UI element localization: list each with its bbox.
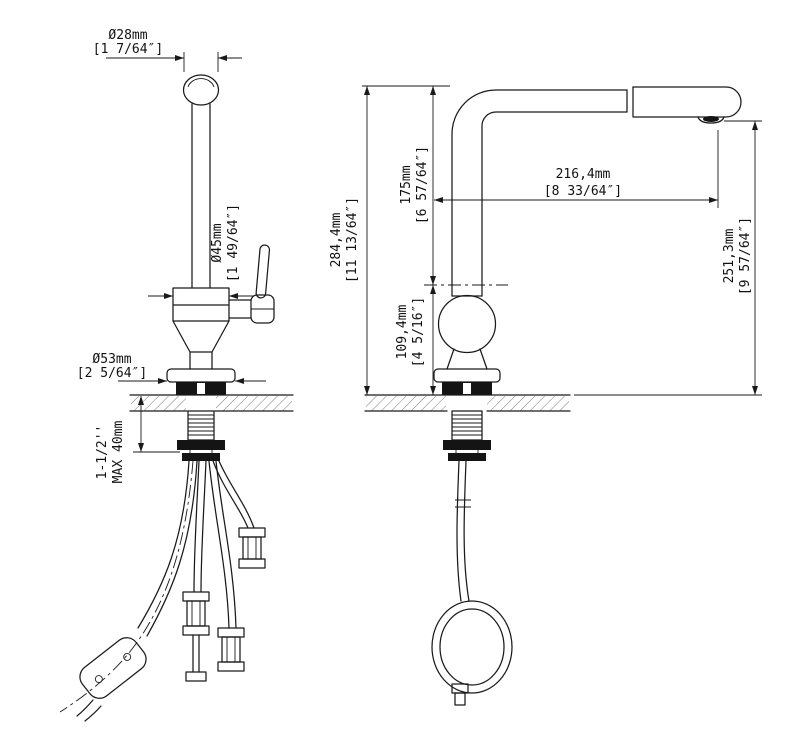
- dim-base-to-spout-height-inch: [4 5/16″]: [411, 297, 426, 367]
- pullout-hose-weight: [59, 460, 198, 722]
- hose-weight: [79, 637, 147, 699]
- dim-body-diameter-mm: Ø45mm: [210, 223, 225, 262]
- dim-base-diameter-mm: Ø53mm: [92, 352, 131, 367]
- dim-outlet-height-mm: 251,3mm: [722, 228, 737, 283]
- faucet-side-view: [433, 86, 742, 395]
- dim-spout-diameter-inch: [1 7/64″]: [93, 42, 163, 57]
- dim-counter-thickness: 1-1/2'' MAX 40mm: [95, 396, 180, 483]
- faucet-front-view: [166, 74, 275, 395]
- dim-outlet-height: 251,3mm [9 57/64″]: [574, 120, 762, 396]
- dim-base-to-spout-height: 109,4mm [4 5/16″]: [395, 284, 508, 395]
- dim-body-diameter: Ø45mm [1 49/64″]: [148, 204, 254, 299]
- dim-overall-height-inch: [11 13/64″]: [345, 197, 360, 283]
- dim-base-diameter-inch: [2 5/64″]: [77, 366, 147, 381]
- dim-spout-diameter-mm: Ø28mm: [108, 28, 147, 43]
- dim-spout-top-height-mm: 175mm: [399, 165, 414, 204]
- dim-spout-reach-inch: [8 33/64″]: [544, 184, 622, 199]
- countertop-right: [364, 394, 571, 412]
- dim-counter-thickness-line1: 1-1/2'': [95, 425, 110, 480]
- supply-hoses: [182, 460, 266, 682]
- dim-spout-reach-mm: 216,4mm: [556, 167, 611, 182]
- spout-outlet: [697, 116, 725, 124]
- pullout-hose-loop: [431, 460, 513, 706]
- dim-body-diameter-inch: [1 49/64″]: [226, 204, 241, 282]
- dim-base-diameter: Ø53mm [2 5/64″]: [77, 352, 266, 384]
- handle-lever: [228, 244, 275, 324]
- dim-overall-height-mm: 284,4mm: [329, 212, 344, 267]
- dim-spout-top-height: 175mm [6 57/64″]: [399, 86, 436, 285]
- dim-spout-diameter: Ø28mm [1 7/64″]: [93, 28, 242, 72]
- dim-counter-thickness-line2: MAX 40mm: [111, 421, 126, 484]
- dim-overall-height: 284,4mm [11 13/64″]: [329, 85, 450, 395]
- dim-base-to-spout-height-mm: 109,4mm: [395, 304, 410, 359]
- undercounter-left: [59, 410, 266, 722]
- countertop-left: [129, 394, 294, 412]
- dim-spout-top-height-inch: [6 57/64″]: [415, 146, 430, 224]
- dim-spout-reach: 216,4mm [8 33/64″]: [434, 130, 719, 208]
- dim-outlet-height-inch: [9 57/64″]: [738, 217, 753, 295]
- undercounter-right: [431, 410, 513, 706]
